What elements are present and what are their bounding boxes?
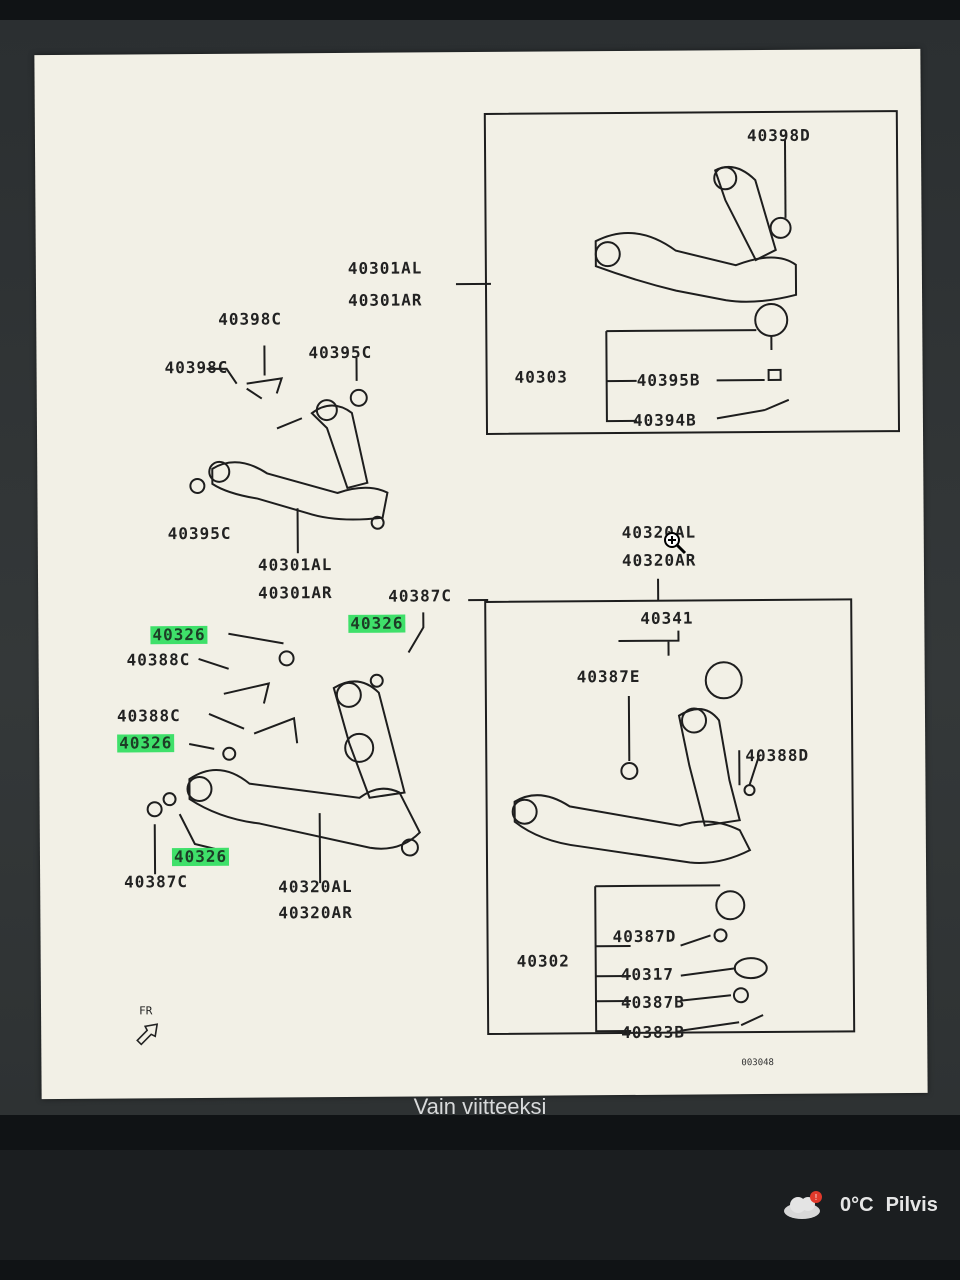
callout-40303: 40303 <box>514 367 568 387</box>
callout-40326-c: 40326 <box>117 733 175 753</box>
weather-widget[interactable]: ! 0°C Pilvis <box>780 1185 938 1225</box>
upper-arm-detail-box <box>483 110 901 435</box>
boot-shape <box>704 661 743 700</box>
upper-arm-shape <box>594 231 798 303</box>
front-direction-label: FR <box>138 1004 153 1018</box>
callout-40320AR-bot: 40320AR <box>278 902 353 923</box>
upper-arm-left <box>211 461 389 521</box>
callout-40326-a: 40326 <box>150 624 208 645</box>
callout-40398C-a: 40398C <box>218 309 283 329</box>
callout-40383B: 40383B <box>621 1022 686 1043</box>
callout-40387D: 40387D <box>612 926 677 947</box>
callout-40341: 40341 <box>640 608 694 628</box>
callout-40395C-a: 40395C <box>308 342 373 363</box>
diagram-code: 003048 <box>741 1057 774 1069</box>
callout-40317: 40317 <box>620 964 675 985</box>
cloud-alert-icon: ! <box>780 1189 828 1221</box>
svg-text:!: ! <box>815 1193 817 1202</box>
callout-40387C-bot: 40387C <box>124 872 189 892</box>
callout-40301AL-top: 40301AL <box>347 258 423 278</box>
callout-40301AL-mid: 40301AL <box>257 555 333 575</box>
parts-diagram: 40398D 40301AL 40301AR 40303 40395B 4039… <box>34 48 928 1100</box>
callout-40320AL-bot: 40320AL <box>278 876 353 897</box>
diagram-drawing <box>146 110 901 1035</box>
front-arrow-icon <box>136 1023 159 1046</box>
callout-40394B: 40394B <box>632 410 697 430</box>
callout-40302: 40302 <box>516 951 570 971</box>
lower-arm-right <box>513 794 752 864</box>
callout-40388C-a: 40388C <box>126 650 191 670</box>
callout-40398D: 40398D <box>746 125 811 146</box>
callout-40395C-b: 40395C <box>167 523 232 544</box>
callout-40388C-b: 40388C <box>116 706 181 726</box>
callout-40398C-b: 40398C <box>164 357 229 378</box>
callout-40395B: 40395B <box>636 370 701 390</box>
callout-40387B: 40387B <box>620 992 685 1013</box>
callout-40326-b: 40326 <box>348 613 406 633</box>
callout-40301AR-mid: 40301AR <box>258 583 333 603</box>
image-caption: Vain viitteeksi <box>413 1094 547 1119</box>
callout-40301AR-top: 40301AR <box>348 290 423 310</box>
upper-arm-front-link <box>713 165 777 262</box>
weather-condition-text: Pilvis <box>885 1193 938 1216</box>
zoom-in-cursor-icon <box>664 532 687 555</box>
callout-40326-d: 40326 <box>171 846 230 867</box>
lower-arm-detail-box <box>484 598 856 1035</box>
callout-40387C-top: 40387C <box>388 586 453 606</box>
temperature-text: 0°C <box>840 1193 874 1216</box>
callout-40388D: 40388D <box>745 745 810 766</box>
lower-arm-left <box>188 768 422 850</box>
callout-40387E: 40387E <box>576 666 641 687</box>
